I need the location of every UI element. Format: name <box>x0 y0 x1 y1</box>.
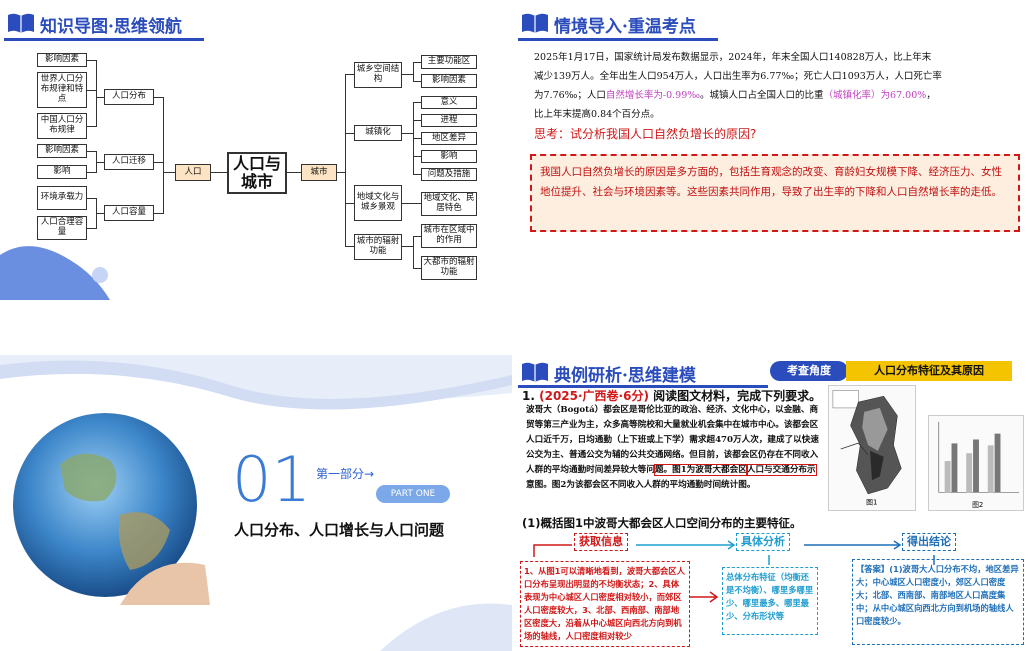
conclusion-box: 【答案】(1)波哥大人口分布不均，地区差异大；中心城区人口密度小，郊区人口密度大… <box>852 559 1024 645</box>
group-box: 城乡空间结构 <box>354 62 402 88</box>
node-population: 人口 <box>175 164 211 181</box>
leaf-box: 问题及措施 <box>421 168 477 181</box>
globe-image <box>10 405 210 605</box>
node-city: 城市 <box>301 164 337 181</box>
figure-1-caption: 图1 <box>866 499 877 507</box>
para-line: 比上年末提高0.84个百分点。 <box>534 105 1022 124</box>
book-icon <box>520 12 550 34</box>
question-header: 1. (2025·广西卷·6分) 阅读图文材料，完成下列要求。 <box>522 387 821 404</box>
news-paragraph: 2025年1月17日，国家统计局发布数据显示，2024年，年末全国人口14082… <box>534 48 1022 124</box>
leaf-box: 进程 <box>421 114 477 127</box>
figure-1-map: 图1 <box>828 385 916 511</box>
info-box: 1、从图1可以清晰地看到，波哥大都会区人口分布呈现出明显的不均衡状态；2、具体表… <box>520 561 690 647</box>
leaf-box: 地区差异 <box>421 132 477 145</box>
analysis-box: 总体分布特征（均衡还是不均衡）、哪里多哪里少、哪里最多、哪里最少、分布形状等 <box>722 567 818 635</box>
section-number: 01 <box>232 443 311 516</box>
leaf-box: 环境承载力 <box>37 186 87 210</box>
leaf-box: 影响因素 <box>37 53 87 67</box>
leaf-box: 意义 <box>421 96 477 109</box>
group-box: 地域文化与城乡景观 <box>354 185 402 221</box>
para-line: 减少139万人。全年出生人口954万人，人口出生率为6.77‰；死亡人口1093… <box>534 67 1022 86</box>
leaf-box: 影响 <box>37 165 87 179</box>
leaf-box: 大都市的辐射功能 <box>421 256 477 280</box>
book-icon <box>520 361 550 383</box>
arrow-icon <box>690 591 720 603</box>
topic-tag: 人口分布特征及其原因 <box>846 361 1012 381</box>
leaf-box: 影响因素 <box>37 144 87 158</box>
book-icon <box>6 12 36 34</box>
slide-section-cover[interactable]: 01 第一部分→ PART ONE 人口分布、人口增长与人口问题 <box>0 355 512 651</box>
leaf-box: 世界人口分布规律和特点 <box>37 72 87 108</box>
group-box: 人口分布 <box>104 89 154 105</box>
think-question: 思考：试分析我国人口自然负增长的原因? <box>534 125 756 142</box>
leaf-box: 影响 <box>421 150 477 163</box>
angle-tag: 考查角度 <box>770 361 848 381</box>
slide-title-text: 情境导入·重温考点 <box>554 12 696 37</box>
slide-title-text: 知识导图·思维领航 <box>40 12 182 37</box>
slide-context[interactable]: 情境导入·重温考点 2025年1月17日，国家统计局发布数据显示，2024年，年… <box>514 0 1028 300</box>
slide-case-study[interactable]: 典例研析·思维建模 考查角度 人口分布特征及其原因 1. (2025·广西卷·6… <box>514 355 1028 651</box>
slide-title-text: 典例研析·思维建模 <box>554 361 696 386</box>
sub-question: (1)概括图1中波哥大都会区人口空间分布的主要特征。 <box>522 515 802 531</box>
leaf-box: 地域文化、民居特色 <box>421 192 477 216</box>
figure-2-chart: 图2 <box>928 415 1024 511</box>
section-heading: 人口分布、人口增长与人口问题 <box>234 519 444 540</box>
corner-decoration <box>0 215 110 300</box>
slide-title: 知识导图·思维领航 <box>4 8 234 40</box>
title-underline <box>518 38 718 41</box>
leaf-box: 中国人口分布规律 <box>37 113 87 139</box>
slide-title: 情境导入·重温考点 <box>518 8 748 40</box>
part-label: 第一部分→ <box>316 465 374 482</box>
node-center: 人口与城市 <box>227 152 287 194</box>
figure-2-caption: 图2 <box>972 501 983 509</box>
group-box: 人口迁移 <box>104 154 154 170</box>
part-pill: PART ONE <box>376 485 450 503</box>
title-underline <box>4 38 204 41</box>
slide-title: 典例研析·思维建模 <box>518 357 748 389</box>
group-box: 人口容量 <box>104 205 154 221</box>
leaf-box: 城市在区域中的作用 <box>421 224 477 248</box>
para-line: 为7.76‰；人口自然增长率为-0.99‰。城镇人口占全国人口的比重（城镇化率）… <box>534 86 1022 105</box>
leaf-box: 影响因素 <box>421 74 477 88</box>
group-box: 城市的辐射功能 <box>354 234 402 260</box>
answer-box: 我国人口自然负增长的原因是多方面的，包括生育观念的改变、育龄妇女规模下降、经济压… <box>530 154 1020 232</box>
slide-mindmap[interactable]: 知识导图·思维领航 影响因素 世界人口分布规律和特点 中国人口分布规律 影响因素… <box>0 0 512 300</box>
para-line: 2025年1月17日，国家统计局发布数据显示，2024年，年末全国人口14082… <box>534 48 1022 67</box>
group-box: 城镇化 <box>354 125 402 141</box>
question-material: 波哥大（Bogotá）都会区是哥伦比亚的政治、经济、文化中心，以金融、商贸等第三… <box>526 403 824 493</box>
leaf-box: 主要功能区 <box>421 55 477 69</box>
